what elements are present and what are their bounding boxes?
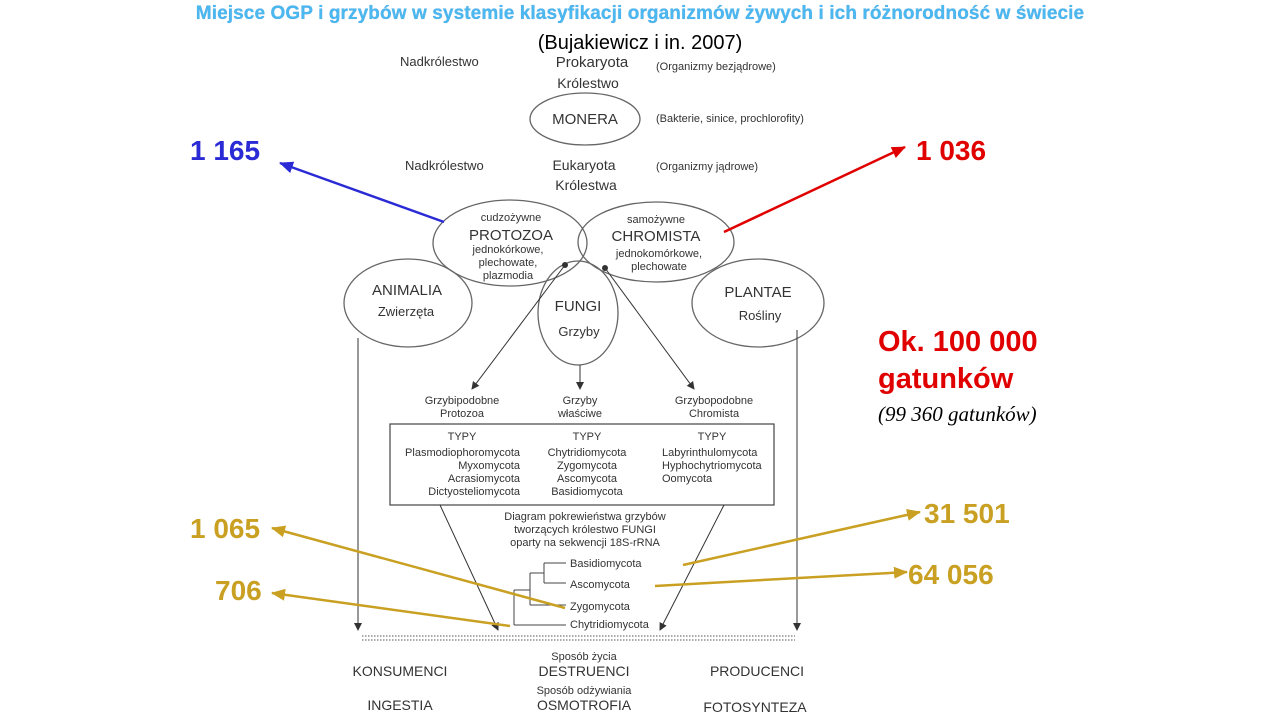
chromista-nutrition: samożywne (627, 214, 685, 226)
chromista-species-count: 1 036 (916, 135, 987, 166)
animalia-common: Zwierzęta (378, 304, 435, 319)
fungi-species-total: Ok. 100 000 gatunków (878, 324, 1038, 398)
types-heading-2: TYPY (573, 431, 602, 443)
protozoa-label: PROTOZOA (469, 227, 553, 244)
ingestion-label: INGESTIA (367, 697, 433, 713)
box-to-destruents-left-line (439, 504, 499, 631)
page-title: Miejsce OGP i grzybów w systemie klasyfi… (195, 3, 1085, 24)
zygomycota-count-arrow (271, 525, 566, 610)
ascomycota-count-arrow (654, 566, 908, 588)
chromista-count-arrow (723, 145, 906, 234)
group-label-3a: Grzybopodobne (675, 395, 753, 407)
producers-label: PRODUCENCI (710, 663, 804, 679)
protozoa-desc-1: jednokórkowe, (472, 244, 544, 256)
fungi-label: FUNGI (555, 298, 602, 315)
eukaryota-note: (Organizmy jądrowe) (656, 161, 758, 173)
monera-ellipse (529, 92, 641, 146)
species-total-line2: gatunków (878, 363, 1014, 395)
type-hyphochytriomycota: Hyphochytriomycota (662, 460, 763, 472)
protozoa-species-count: 1 165 (190, 135, 261, 166)
group-label-1a: Grzybipodobne (425, 395, 500, 407)
eukaryota-superkingdom-label: Nadkrólestwo (405, 158, 484, 173)
type-plasmodiophoromycota: Plasmodiophoromycota (405, 447, 521, 459)
phylogenetic-tree (513, 562, 566, 626)
chytridiomycota-species-count: 706 (215, 575, 262, 606)
tree-caption-2: tworzących królestwo FUNGI (514, 524, 656, 536)
types-heading-3: TYPY (698, 431, 727, 443)
eukaryota-name: Eukaryota (552, 157, 615, 173)
prokaryota-name: Prokaryota (556, 54, 629, 71)
types-heading-1: TYPY (448, 431, 477, 443)
type-ascomycota: Ascomycota (557, 473, 618, 485)
zygomycota-species-count: 1 065 (190, 513, 261, 544)
box-to-destruents-right-line (659, 504, 725, 631)
monera-label: MONERA (552, 111, 618, 128)
chromista-label: CHROMISTA (612, 228, 701, 245)
type-zygomycota: Zygomycota (557, 460, 618, 472)
kingdoms-label: Królestwa (555, 177, 617, 193)
plantae-label: PLANTAE (724, 284, 791, 301)
kingdom-label: Królestwo (557, 75, 619, 91)
prokaryota-note: (Organizmy bezjądrowe) (656, 61, 776, 73)
animalia-label: ANIMALIA (372, 282, 442, 299)
chromista-desc-1: jednokomórkowe, (615, 248, 702, 260)
tree-taxon-zygomycota: Zygomycota (570, 601, 631, 613)
lifestyle-label: Sposób życia (551, 651, 617, 663)
destruents-label: DESTRUENCI (538, 663, 629, 679)
species-total-detail: (99 360 gatunków) (878, 402, 1037, 426)
type-basidiomycota: Basidiomycota (551, 486, 623, 498)
tree-caption-1: Diagram pokrewieństwa grzybów (504, 511, 665, 523)
tree-taxon-ascomycota: Ascomycota (570, 579, 631, 591)
type-myxomycota: Myxomycota (458, 460, 521, 472)
osmotrophy-label: OSMOTROFIA (537, 697, 632, 713)
fungi-ellipse (537, 260, 619, 366)
type-dictyosteliomycota: Dictyosteliomycota (428, 486, 521, 498)
arrow-to-grzybipodobne (471, 264, 566, 390)
prokaryota-superkingdom-label: Nadkrólestwo (400, 54, 479, 69)
monera-note: (Bakterie, sinice, prochlorofity) (656, 113, 804, 125)
protozoa-ellipse (432, 199, 588, 287)
protozoa-desc-2: plechowate, (479, 257, 538, 269)
types-box (389, 423, 775, 506)
photosynthesis-label: FOTOSYNTEZA (703, 699, 807, 715)
protozoa-count-arrow (279, 161, 445, 224)
consumers-label: KONSUMENCI (353, 663, 448, 679)
plantae-common: Rośliny (739, 308, 782, 323)
type-acrasiomycota: Acrasiomycota (448, 473, 521, 485)
ascomycota-species-count: 64 056 (908, 559, 994, 590)
animalia-ellipse (343, 258, 473, 348)
protozoa-nutrition: cudzożywne (481, 212, 542, 224)
chromista-desc-2: plechowate (631, 261, 687, 273)
page-subtitle: (Bujakiewicz i in. 2007) (537, 32, 743, 54)
plantae-ellipse (691, 258, 825, 348)
tree-caption-3: oparty na sekwencji 18S-rRNA (510, 537, 660, 549)
group-label-2a: Grzyby (563, 395, 598, 407)
basidiomycota-count-arrow (682, 508, 921, 567)
species-total-line1: Ok. 100 000 (878, 326, 1038, 358)
chromista-ellipse (577, 201, 735, 283)
type-chytridiomycota: Chytridiomycota (548, 447, 628, 459)
arrow-to-grzybopodobne (604, 267, 695, 390)
tree-taxon-chytridiomycota: Chytridiomycota (570, 619, 650, 631)
group-label-2b: właściwe (557, 408, 602, 420)
protozoa-desc-3: plazmodia (483, 270, 534, 282)
type-oomycota: Oomycota (662, 473, 713, 485)
fungi-common: Grzyby (558, 324, 600, 339)
basidiomycota-species-count: 31 501 (924, 498, 1010, 529)
type-labyrinthulomycota: Labyrinthulomycota (662, 447, 758, 459)
group-label-3b: Chromista (689, 408, 740, 420)
tree-taxon-basidiomycota: Basidiomycota (570, 558, 642, 570)
nutrition-label: Sposób odżywiania (537, 685, 633, 697)
group-label-1b: Protozoa (440, 408, 485, 420)
chytridiomycota-count-arrow (271, 588, 511, 628)
